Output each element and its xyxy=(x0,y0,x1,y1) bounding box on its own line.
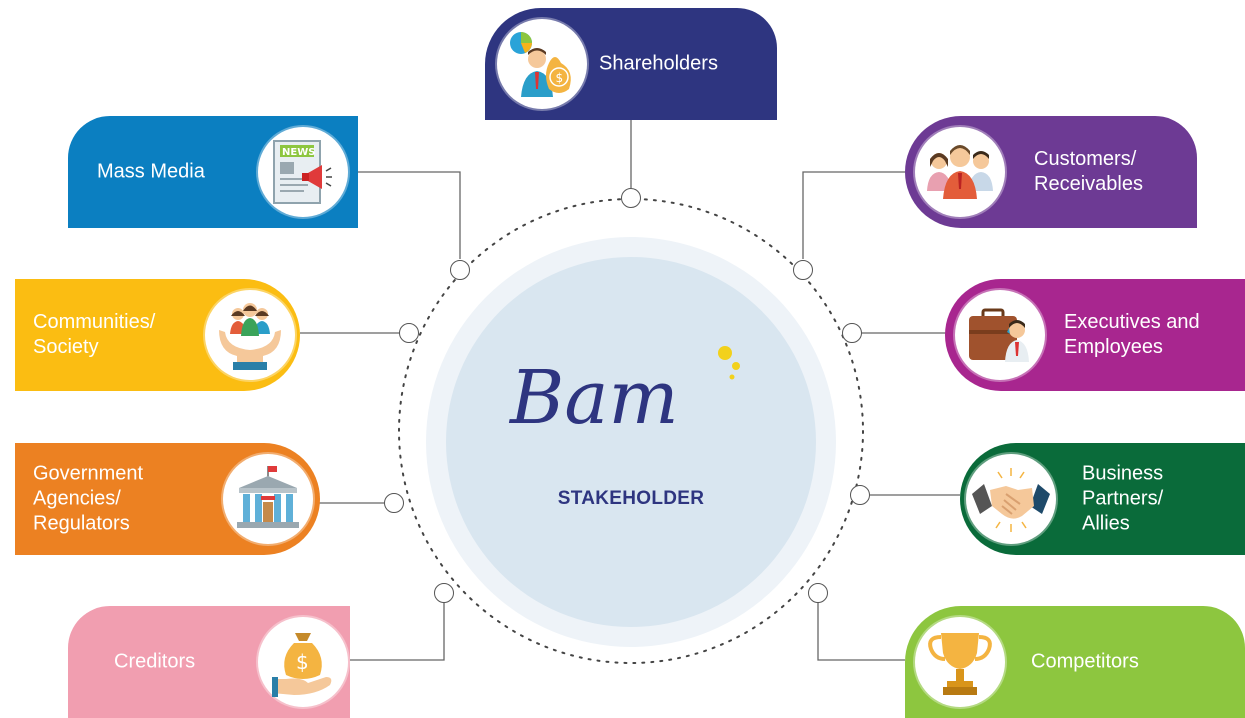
shareholders-label: Shareholders xyxy=(599,52,718,75)
connector-customers xyxy=(802,171,905,259)
government-label: Government Agencies/ Regulators xyxy=(33,462,143,537)
node-customers xyxy=(793,260,813,280)
connector-competitors xyxy=(817,602,905,661)
center-title: STAKEHOLDER xyxy=(557,488,705,509)
svg-text:NEWS: NEWS xyxy=(282,147,315,158)
customers-group-icon xyxy=(915,127,1005,217)
executives-label: Executives and Employees xyxy=(1064,310,1200,360)
customers-label: Customers/ Receivables xyxy=(1034,147,1143,197)
connector-mass-media xyxy=(358,171,461,259)
partners-label-line1: Business xyxy=(1082,462,1164,485)
node-communities xyxy=(399,323,419,343)
government-label-line3: Regulators xyxy=(33,512,130,535)
trophy-icon xyxy=(915,617,1005,707)
node-competitors xyxy=(808,583,828,603)
center-inner-circle xyxy=(446,257,816,627)
executives-label-line2: Employees xyxy=(1064,336,1163,358)
partners-label: Business Partners/ Allies xyxy=(1082,462,1163,537)
node-government xyxy=(384,493,404,513)
svg-text:Bam: Bam xyxy=(508,355,679,441)
government-label-line2: Agencies/ xyxy=(33,487,121,510)
creditors-label: Creditors xyxy=(114,650,196,673)
connector-creditors xyxy=(350,602,445,661)
bam-logo: Bam xyxy=(508,346,740,441)
customers-label-line1: Customers/ xyxy=(1034,148,1137,170)
node-creditors xyxy=(434,583,454,603)
communities-label-line1: Communities/ xyxy=(33,311,156,333)
customers-label-line2: Receivables xyxy=(1034,173,1143,195)
money-bag-hand-icon: $ xyxy=(258,617,348,707)
mass-media-label: Mass Media xyxy=(97,160,205,183)
government-label-line1: Government xyxy=(33,462,144,485)
node-shareholders xyxy=(621,188,641,208)
executives-label-line1: Executives and xyxy=(1064,311,1200,333)
svg-text:$: $ xyxy=(296,650,309,674)
svg-text:$: $ xyxy=(556,71,564,85)
dotted-orbit xyxy=(398,198,864,664)
handshake-icon xyxy=(966,454,1056,544)
node-partners xyxy=(850,485,870,505)
communities-label: Communities/ Society xyxy=(33,310,155,360)
node-mass-media xyxy=(450,260,470,280)
competitors-label: Competitors xyxy=(1031,650,1139,673)
investor-money-bag-icon: $ xyxy=(497,19,587,109)
briefcase-employee-icon xyxy=(955,290,1045,380)
government-building-icon xyxy=(223,454,313,544)
node-executives xyxy=(842,323,862,343)
newspaper-megaphone-icon: NEWS xyxy=(258,127,348,217)
partners-label-line2: Partners/ xyxy=(1082,487,1164,510)
communities-label-line2: Society xyxy=(33,336,99,358)
community-hands-icon xyxy=(205,290,295,380)
partners-label-line3: Allies xyxy=(1082,512,1130,535)
